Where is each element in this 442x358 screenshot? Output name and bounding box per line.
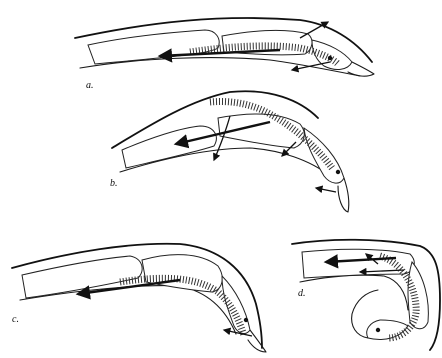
panel-c-distal-phalanx — [222, 276, 250, 333]
panel-d-label: d. — [298, 288, 306, 299]
panel-d: d. — [292, 240, 440, 350]
panel-c-label: c. — [12, 314, 19, 325]
panel-d-middle-phalanx — [408, 262, 428, 329]
panel-a-joint-dot — [328, 56, 332, 60]
panel-c: c. — [12, 244, 266, 352]
panel-c-nail — [248, 330, 266, 352]
panel-b-distal-phalanx — [304, 128, 344, 183]
panel-d-joint-dot — [376, 328, 380, 332]
panel-c-joint-dot — [244, 318, 248, 322]
panel-b-nail — [338, 178, 349, 212]
panel-a-proximal-phalanx — [88, 30, 219, 64]
panel-d-palmar-skin — [300, 275, 408, 310]
panel-a-nail — [348, 62, 374, 76]
panel-b-label: b. — [110, 178, 118, 189]
panel-b-joint-dot — [336, 170, 340, 174]
panel-a: a. — [75, 18, 374, 91]
panel-a-tip-arrow-up — [300, 22, 328, 38]
panel-b-proximal-phalanx — [122, 126, 216, 168]
panel-c-middle-phalanx — [142, 255, 222, 292]
panel-b-tip-arrow — [316, 188, 336, 192]
panel-b: b. — [110, 91, 349, 212]
panel-a-label: a. — [86, 80, 94, 91]
panel-c-proximal-phalanx — [22, 256, 142, 298]
